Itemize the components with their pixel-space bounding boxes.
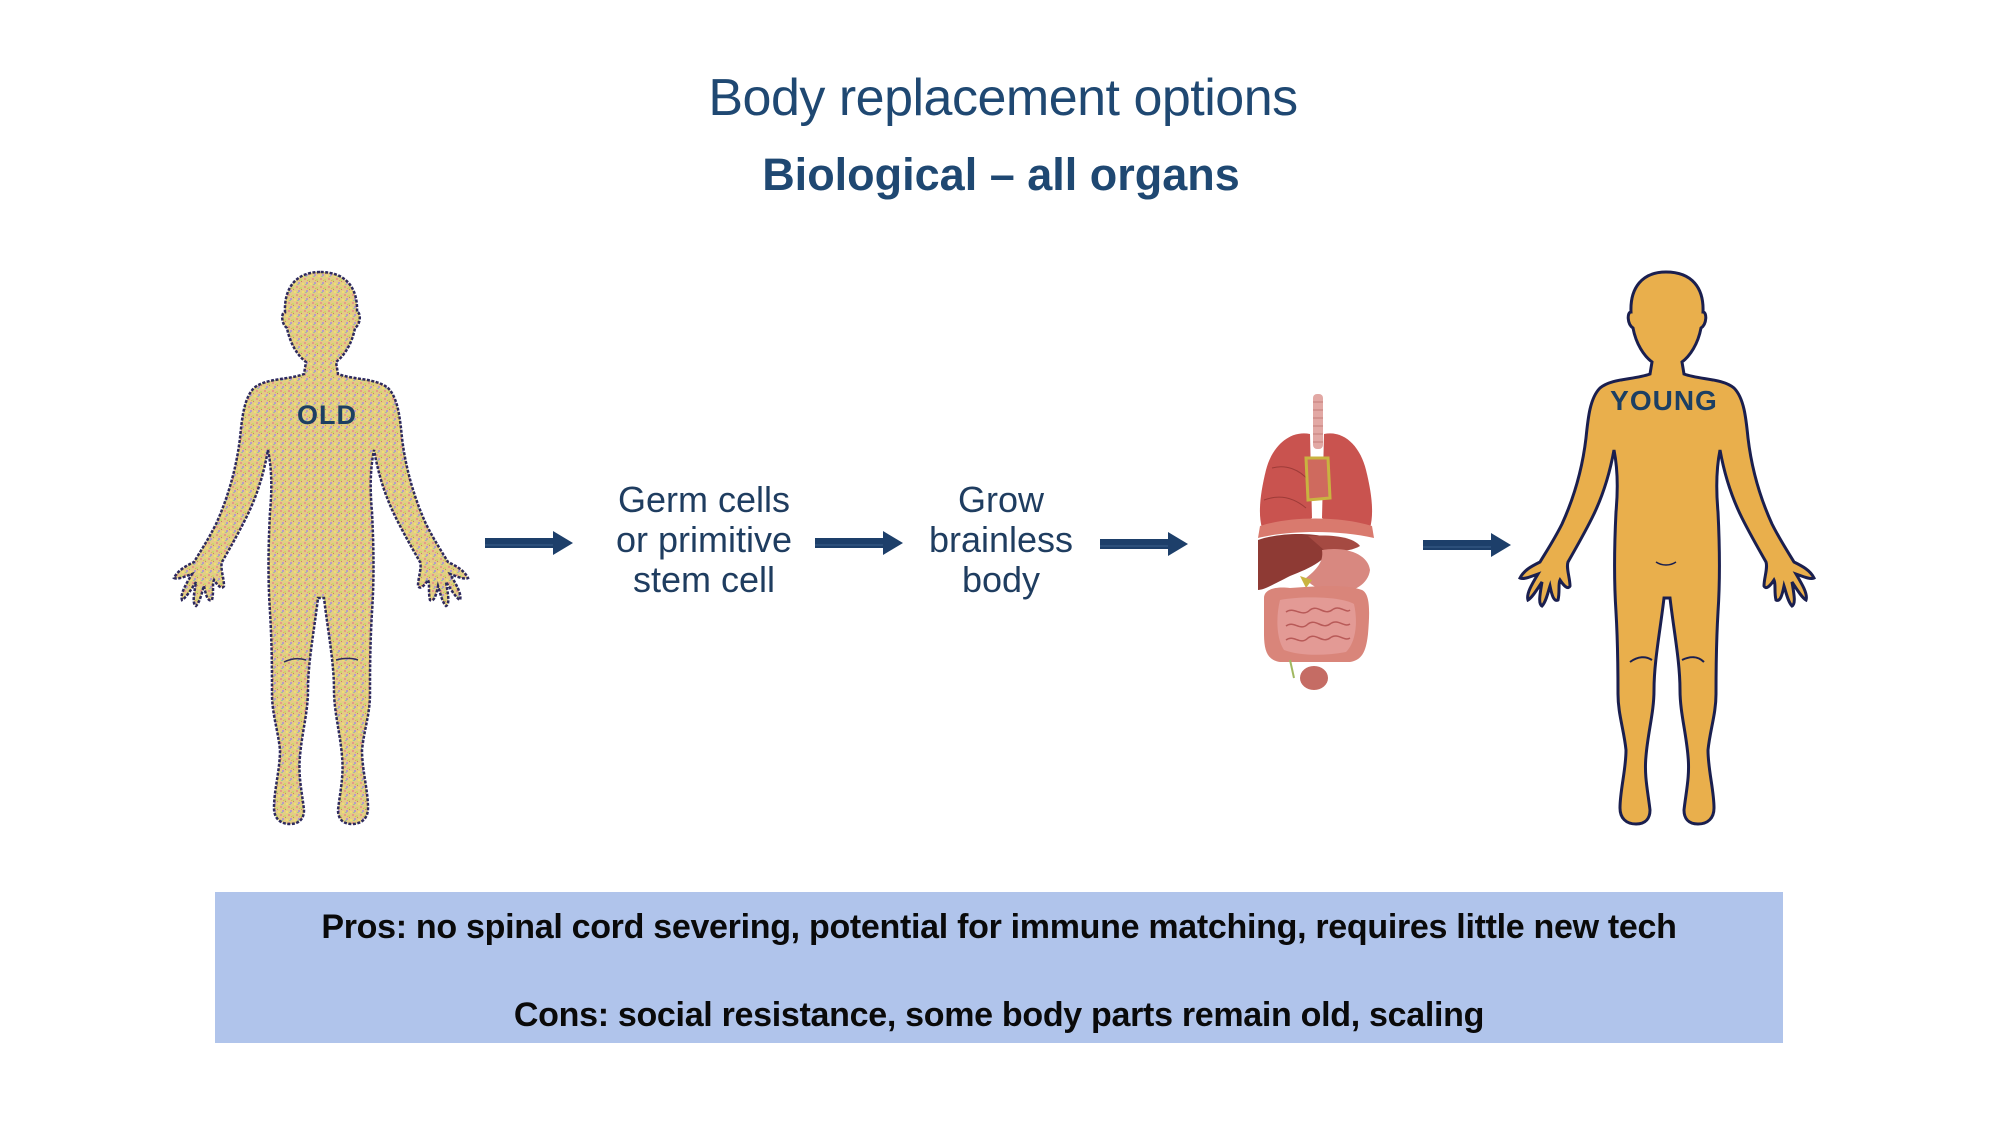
arrow-4	[1423, 532, 1513, 558]
pros-text: Pros: no spinal cord severing, potential…	[321, 908, 1677, 946]
internal-organs-icon	[1258, 394, 1374, 690]
right-arrow-icon	[815, 531, 903, 555]
step-line: body	[961, 559, 1041, 600]
cons-text: Cons: social resistance, some body parts…	[513, 996, 1485, 1034]
slide-title: Body replacement options	[708, 69, 1298, 127]
human-silhouette-icon	[172, 270, 470, 826]
step-line: or primitive	[615, 519, 793, 560]
step-line: Grow	[957, 479, 1044, 520]
young-body-figure	[1506, 262, 1826, 842]
arrow-2	[815, 530, 905, 556]
pros-cons-box: Pros: no spinal cord severing, potential…	[215, 892, 1783, 1043]
step-line: brainless	[928, 519, 1074, 560]
right-arrow-icon	[1100, 532, 1188, 556]
human-silhouette-icon	[1517, 270, 1817, 826]
organs-illustration	[1250, 390, 1380, 695]
arrow-1	[485, 530, 575, 556]
step-line: stem cell	[632, 559, 776, 600]
old-body-figure	[168, 262, 488, 842]
old-label: OLD	[297, 400, 357, 430]
right-arrow-icon	[1423, 533, 1511, 557]
arrow-3	[1100, 531, 1190, 557]
step-germ-cells: Germ cells or primitive stem cell	[574, 480, 834, 600]
right-arrow-icon	[485, 531, 573, 555]
young-label: YOUNG	[1610, 385, 1718, 416]
step-grow-brainless-body: Grow brainless body	[871, 480, 1131, 600]
step-line: Germ cells	[617, 479, 791, 520]
slide-subtitle: Biological – all organs	[762, 149, 1240, 200]
